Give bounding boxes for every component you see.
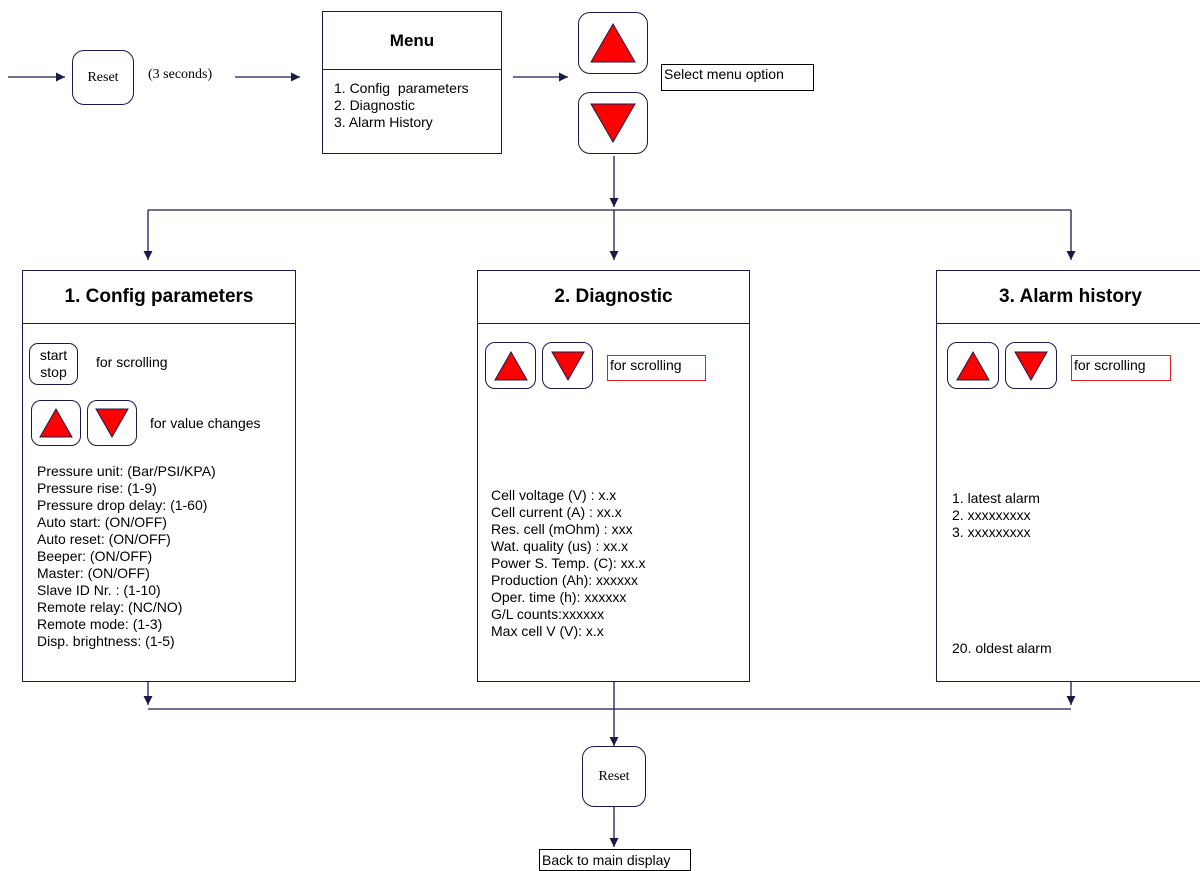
- param-beeper[interactable]: Beeper: (ON/OFF): [37, 548, 153, 564]
- diag-power-supply-temp: Power S. Temp. (C): xx.x: [491, 555, 646, 571]
- diag-cell-current: Cell current (A) : xx.x: [491, 504, 622, 520]
- down-arrow-icon: [550, 351, 585, 381]
- alarm-scroll-label: for scrolling: [1071, 355, 1171, 381]
- menu-item-diagnostic[interactable]: 2. Diagnostic: [334, 97, 415, 113]
- diag-cell-resistance: Res. cell (mOhm) : xxx: [491, 521, 633, 537]
- param-master[interactable]: Master: (ON/OFF): [37, 565, 150, 581]
- param-remote-relay[interactable]: Remote relay: (NC/NO): [37, 599, 183, 615]
- stop-label: stop: [40, 364, 67, 380]
- param-pressure-unit[interactable]: Pressure unit: (Bar/PSI/KPA): [37, 463, 216, 479]
- diag-max-cell-voltage: Max cell V (V): x.x: [491, 623, 604, 639]
- diagnostic-panel-title: 2. Diagnostic: [478, 271, 749, 324]
- menu-down-button[interactable]: [578, 92, 648, 154]
- down-arrow-icon: [1014, 351, 1048, 381]
- alarm-panel: 3. Alarm history: [936, 270, 1200, 682]
- end-reset-button-label: Reset: [598, 768, 630, 784]
- reset-button[interactable]: Reset: [72, 50, 134, 105]
- menu-box: Menu 1. Config parameters 2. Diagnostic …: [322, 11, 502, 154]
- diagnostic-up-button[interactable]: [485, 342, 536, 389]
- reset-button-label: Reset: [87, 69, 119, 85]
- diag-production: Production (Ah): xxxxxx: [491, 572, 639, 588]
- param-remote-mode[interactable]: Remote mode: (1-3): [37, 616, 163, 632]
- down-arrow-icon: [95, 408, 129, 439]
- diagnostic-down-button[interactable]: [542, 342, 593, 389]
- config-parameter-list: Pressure unit: (Bar/PSI/KPA) Pressure ri…: [37, 463, 216, 650]
- param-pressure-drop-delay[interactable]: Pressure drop delay: (1-60): [37, 497, 208, 513]
- alarm-panel-title: 3. Alarm history: [937, 271, 1200, 324]
- diagnostic-value-list: Cell voltage (V) : x.x Cell current (A) …: [491, 487, 646, 640]
- param-auto-start[interactable]: Auto start: (ON/OFF): [37, 514, 167, 530]
- select-menu-option-label: Select menu option: [661, 64, 814, 91]
- menu-item-alarm-history[interactable]: 3. Alarm History: [334, 114, 433, 130]
- param-pressure-rise[interactable]: Pressure rise: (1-9): [37, 480, 157, 496]
- alarm-item-2: 2. xxxxxxxxx: [952, 507, 1031, 523]
- end-reset-button[interactable]: Reset: [582, 746, 646, 807]
- up-arrow-icon: [39, 407, 73, 438]
- config-panel-title: 1. Config parameters: [23, 271, 295, 324]
- diagnostic-panel: 2. Diagnostic: [477, 270, 750, 682]
- start-stop-button[interactable]: start stop: [29, 343, 78, 385]
- alarm-item-oldest: 20. oldest alarm: [952, 640, 1052, 656]
- diag-water-quality: Wat. quality (us) : xx.x: [491, 538, 629, 554]
- hold-duration-note: (3 seconds): [148, 67, 213, 82]
- start-label: start: [39, 347, 68, 363]
- alarm-item-latest: 1. latest alarm: [952, 490, 1040, 506]
- diag-gl-counts: G/L counts:xxxxxx: [491, 606, 605, 622]
- param-slave-id[interactable]: Slave ID Nr. : (1-10): [37, 582, 161, 598]
- down-arrow-icon: [590, 103, 636, 143]
- param-display-brightness[interactable]: Disp. brightness: (1-5): [37, 633, 175, 649]
- config-up-button[interactable]: [31, 400, 81, 446]
- diagnostic-scroll-label: for scrolling: [607, 355, 706, 381]
- value-changes-label: for value changes: [150, 415, 261, 431]
- up-arrow-icon: [590, 23, 636, 63]
- menu-title: Menu: [323, 12, 501, 70]
- back-to-main-display-label[interactable]: Back to main display: [539, 849, 691, 871]
- diag-operating-time: Oper. time (h): xxxxxx: [491, 589, 627, 605]
- alarm-item-3: 3. xxxxxxxxx: [952, 524, 1031, 540]
- menu-item-config[interactable]: 1. Config parameters: [334, 80, 469, 96]
- menu-up-button[interactable]: [578, 12, 648, 74]
- alarm-list: 1. latest alarm 2. xxxxxxxxx 3. xxxxxxxx…: [952, 490, 1040, 541]
- up-arrow-icon: [956, 350, 990, 380]
- config-scroll-label: for scrolling: [96, 354, 168, 370]
- alarm-down-button[interactable]: [1005, 342, 1057, 389]
- config-down-button[interactable]: [87, 400, 137, 446]
- param-auto-reset[interactable]: Auto reset: (ON/OFF): [37, 531, 171, 547]
- config-panel: 1. Config parameters: [22, 270, 296, 682]
- up-arrow-icon: [493, 350, 528, 380]
- diag-cell-voltage: Cell voltage (V) : x.x: [491, 487, 617, 503]
- alarm-up-button[interactable]: [947, 342, 999, 389]
